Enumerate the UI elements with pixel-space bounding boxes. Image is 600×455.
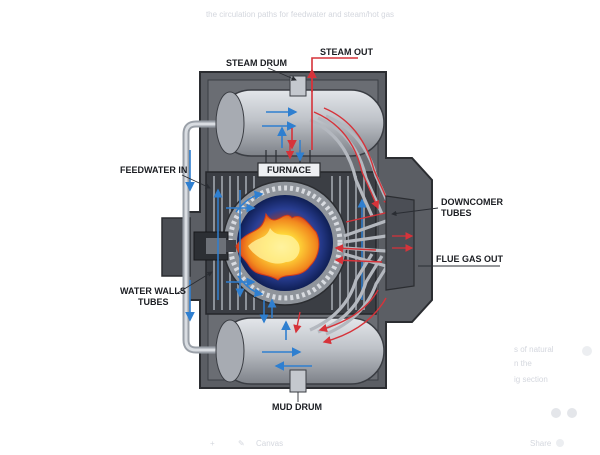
- svg-text:FEEDWATER IN: FEEDWATER IN: [120, 165, 187, 175]
- svg-text:DOWNCOMER: DOWNCOMER: [441, 197, 503, 207]
- label-flue-gas-out: FLUE GAS OUT: [418, 254, 504, 267]
- svg-text:WATER WALLS: WATER WALLS: [120, 286, 186, 296]
- label-feedwater-in: FEEDWATER IN: [120, 165, 211, 189]
- label-furnace: FURNACE: [267, 165, 311, 175]
- faint-button-icon-2: [567, 408, 577, 418]
- svg-text:STEAM DRUM: STEAM DRUM: [226, 58, 287, 68]
- background-app-ui: s of natural n the ig section + ✎ Canvas…: [210, 345, 592, 448]
- svg-text:TUBES: TUBES: [138, 297, 169, 307]
- faint-plus-icon: +: [210, 439, 215, 448]
- svg-text:s of natural: s of natural: [514, 345, 554, 354]
- mud-drum: [215, 317, 385, 393]
- svg-text:MUD DRUM: MUD DRUM: [272, 402, 322, 412]
- label-mud-drum: MUD DRUM: [272, 392, 322, 412]
- label-steam-out: STEAM OUT: [320, 47, 374, 57]
- svg-text:ig section: ig section: [514, 375, 548, 384]
- faint-share-icon: [556, 439, 564, 447]
- svg-text:n the: n the: [514, 359, 532, 368]
- steam-and-flue-paths: [285, 57, 401, 345]
- faint-button-icon: [551, 408, 561, 418]
- burner-icon: [193, 231, 236, 261]
- svg-text:STEAM OUT: STEAM OUT: [320, 47, 374, 57]
- diagram-caption: the circulation paths for feedwater and …: [206, 10, 394, 19]
- svg-text:Share: Share: [530, 439, 552, 448]
- label-steam-drum: STEAM DRUM: [226, 58, 297, 81]
- flue-gas-outlet: [385, 195, 415, 291]
- svg-text:FURNACE: FURNACE: [267, 165, 311, 175]
- svg-text:FLUE GAS OUT: FLUE GAS OUT: [436, 254, 504, 264]
- label-downcomer-tubes: DOWNCOMER TUBES: [391, 197, 503, 218]
- water-circulation-arrows: [213, 140, 367, 324]
- label-water-walls-tubes: WATER WALLS TUBES: [120, 271, 213, 307]
- flame-icon: [235, 212, 320, 281]
- svg-text:TUBES: TUBES: [441, 208, 472, 218]
- faint-dot-icon: [582, 346, 592, 356]
- faint-canvas-icon: ✎: [238, 439, 245, 448]
- svg-text:Canvas: Canvas: [256, 439, 283, 448]
- furnace-label-box: [257, 162, 321, 178]
- feedwater-pipe: [182, 120, 230, 354]
